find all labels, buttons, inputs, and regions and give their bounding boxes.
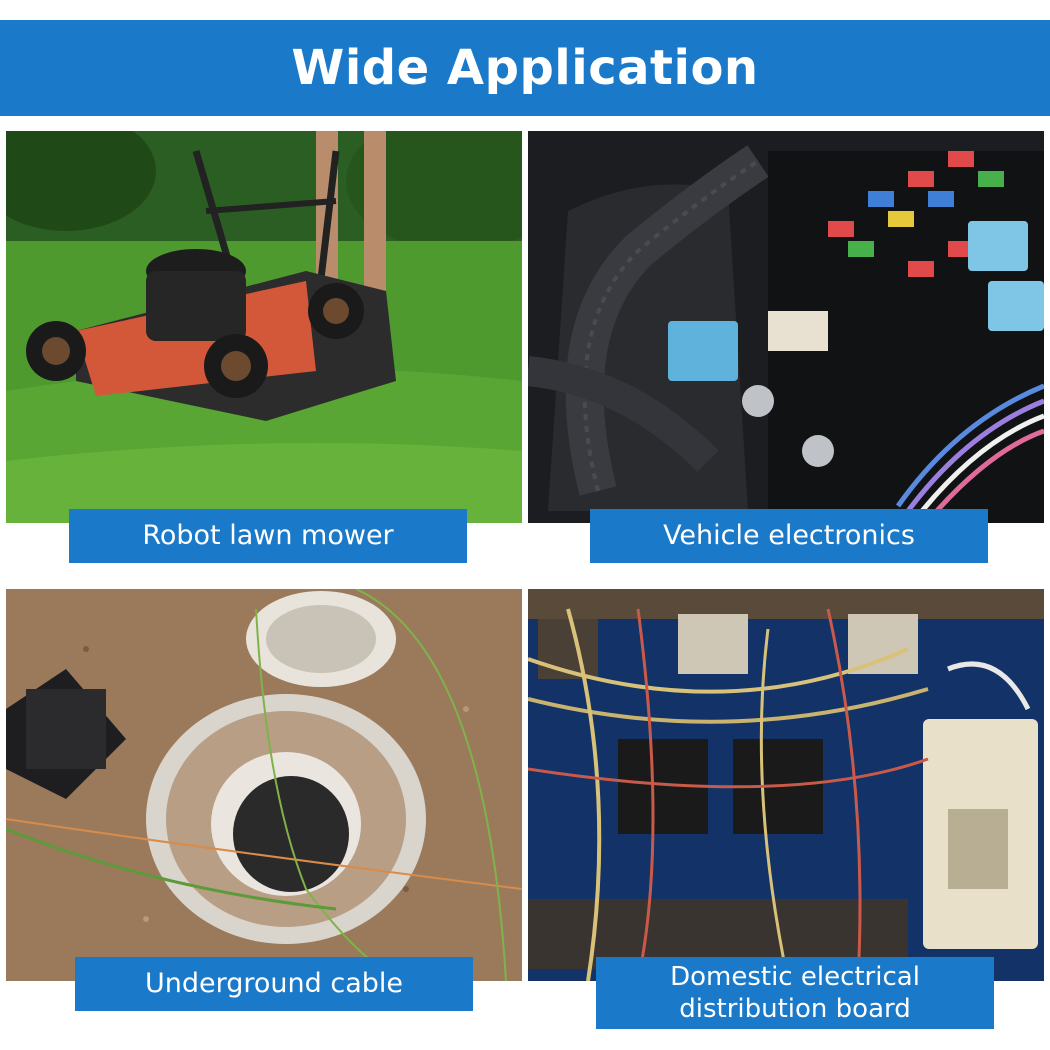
- fuse-box-photo: [528, 131, 1044, 523]
- underground-cable-photo: [6, 589, 522, 981]
- caption-distribution-board: Domestic electrical distribution board: [596, 957, 994, 1029]
- page-title: Wide Application: [291, 40, 759, 96]
- distribution-board-photo: [528, 589, 1044, 981]
- caption-distribution-board-text: Domestic electrical distribution board: [670, 962, 920, 1024]
- caption-underground-cable: Underground cable: [75, 957, 473, 1011]
- header-banner: Wide Application: [0, 20, 1050, 116]
- lawn-mower-photo: [6, 131, 522, 523]
- caption-robot-lawn-mower: Robot lawn mower: [69, 509, 467, 563]
- caption-vehicle-electronics: Vehicle electronics: [590, 509, 988, 563]
